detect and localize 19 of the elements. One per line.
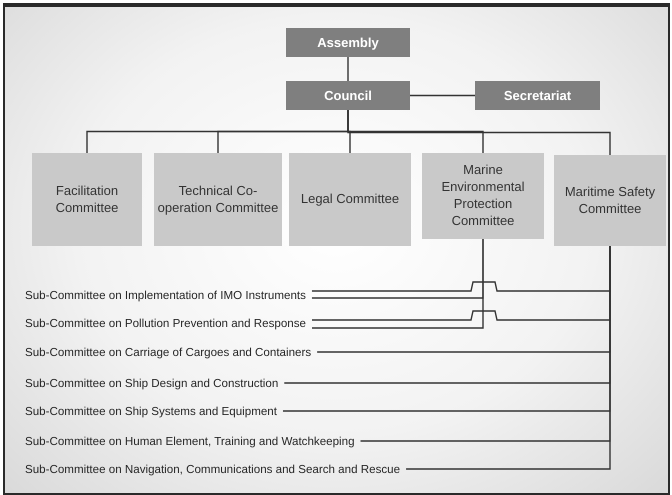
connector-line (410, 94, 475, 96)
committee-box: Legal Committee (289, 153, 411, 246)
sub-committee-label: Sub-Committee on Ship Systems and Equipment (25, 402, 277, 420)
committee-box: Technical Co-operation Committee (154, 153, 282, 246)
title-box: Secretariat (475, 81, 600, 110)
sub-committee-label: Sub-Committee on Human Element, Training and Watchkeeping (25, 432, 355, 450)
committee-box: Maritime Safety Committee (554, 155, 666, 246)
committee-box: Facilitation Committee (32, 153, 142, 246)
sub-committee-label: Sub-Committee on Ship Design and Construction (25, 374, 278, 392)
connector-line (347, 110, 611, 155)
title-box: Council (286, 81, 410, 110)
connector-line (312, 239, 484, 329)
sub-committee-label: Sub-Committee on Carriage of Cargoes and Containers (25, 343, 312, 361)
connector-line (347, 57, 349, 81)
sub-committee-label: Sub-Committee on Implementation of IMO Instruments (25, 286, 306, 304)
title-box: Assembly (286, 28, 410, 57)
sub-committee-label: Sub-Committee on Pollution Prevention and Response (25, 314, 306, 332)
sub-committee-label: Sub-Committee on Navigation, Communications and Search and Rescue (25, 460, 400, 478)
committee-box: Marine Environmental Protection Committee (422, 153, 544, 239)
